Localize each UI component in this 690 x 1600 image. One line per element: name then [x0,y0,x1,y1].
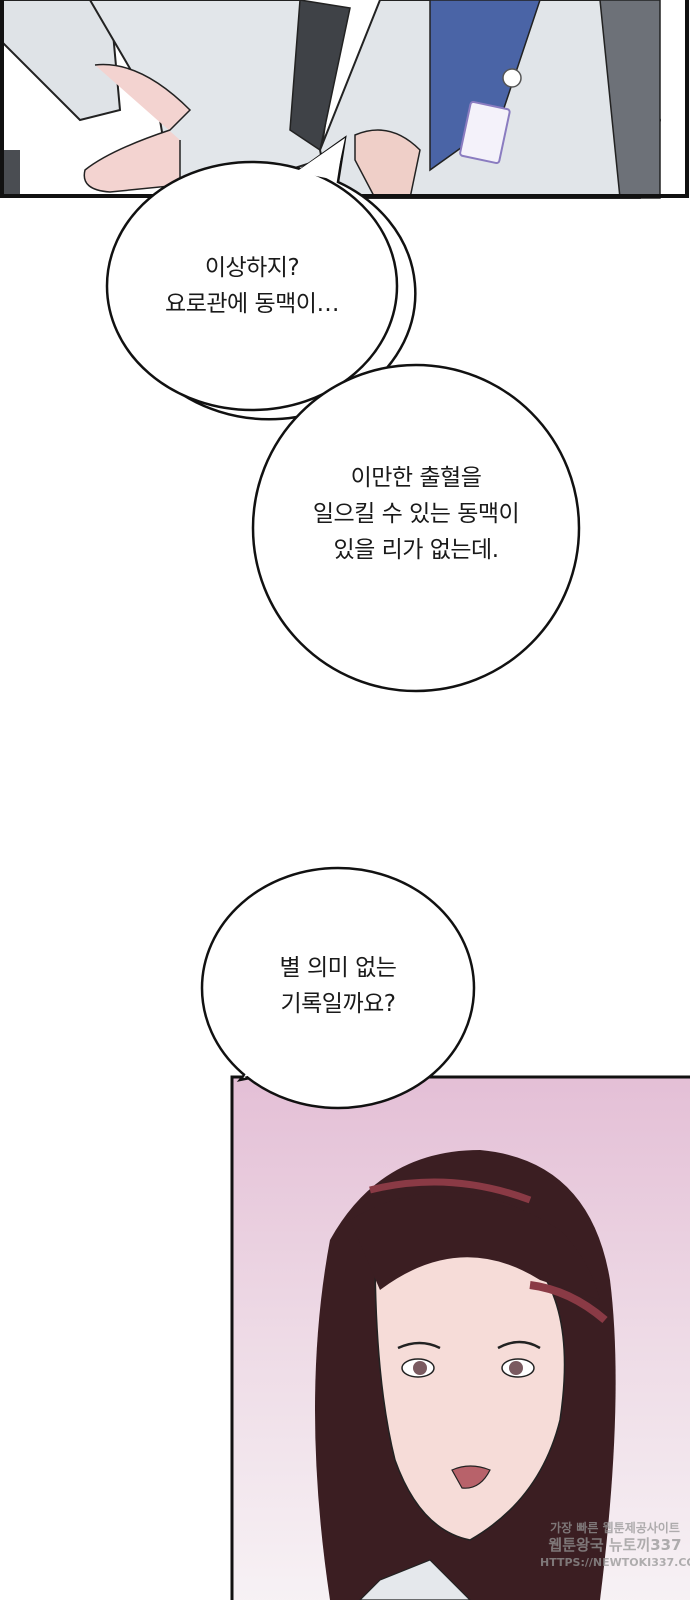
watermark: 가장 빠른 웹툰제공사이트 웹툰왕국 뉴토끼337 HTTPS://NEWTOK… [540,1520,690,1571]
watermark-line: 웹툰왕국 뉴토끼337 [548,1536,682,1554]
bubble-2-text: 이만한 출혈을 일으킬 수 있는 동맥이 있을 리가 없는데. [266,460,566,568]
bubble-2-line: 일으킬 수 있는 동맥이 [312,501,520,527]
bubble-1-text: 이상하지? 요로관에 동맥이… [112,250,392,322]
bubble-1-line: 요로관에 동맥이… [165,291,339,317]
bubble-3-text: 별 의미 없는 기록일까요? [198,950,478,1022]
watermark-line: HTTPS://NEWTOKI337.COM [540,1556,690,1569]
speech-bubble-2 [251,363,581,693]
bubble-2-line: 이만한 출혈을 [350,465,482,491]
watermark-line: 가장 빠른 웹툰제공사이트 [550,1521,680,1535]
bubble-3-line: 별 의미 없는 [279,955,397,981]
top-panel-doctors-illustration [0,0,690,200]
bubble-2-line: 있을 리가 없는데. [333,537,499,563]
bubble-3-line: 기록일까요? [280,991,396,1017]
speech-bubble-1-body [105,160,399,412]
bottom-panel-woman-illustration [230,1075,690,1600]
speech-bubble-3 [200,866,476,1110]
bubble-1-line: 이상하지? [204,255,300,281]
